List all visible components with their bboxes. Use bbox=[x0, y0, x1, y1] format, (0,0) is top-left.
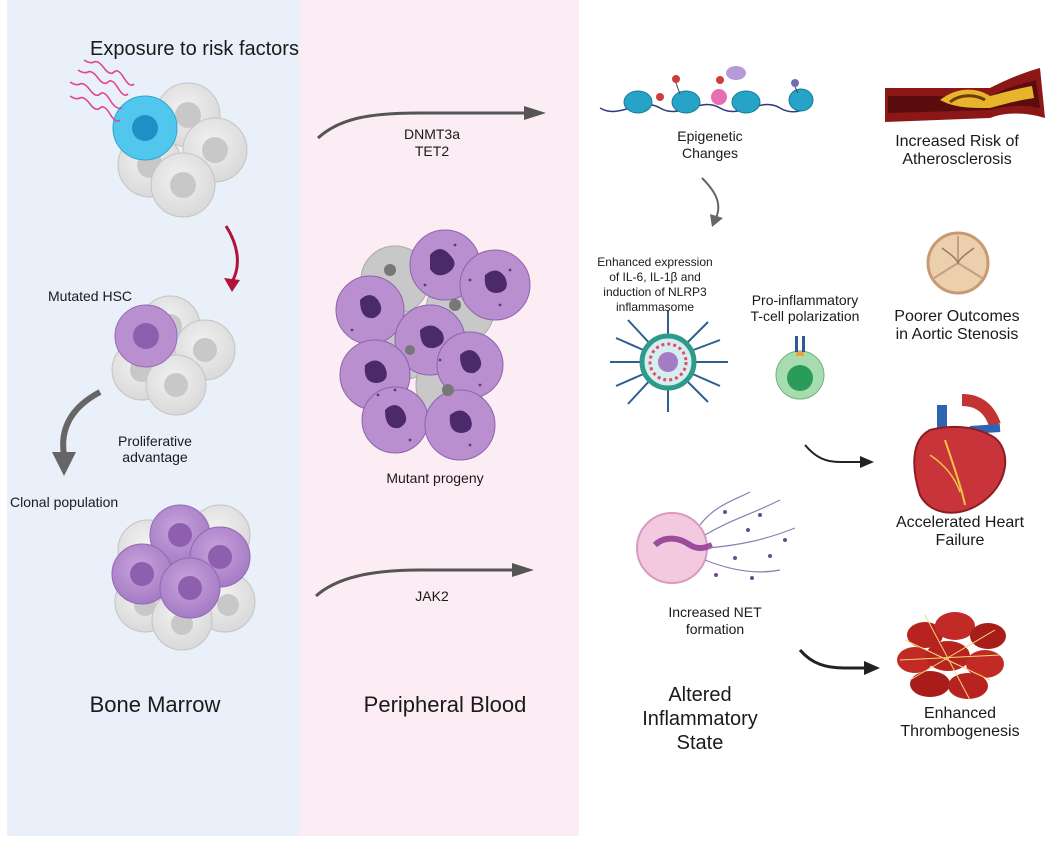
bone-marrow-title: Bone Marrow bbox=[89, 692, 221, 717]
athero-label-line2: Atherosclerosis bbox=[902, 151, 1012, 168]
aortic-valve-icon bbox=[926, 231, 990, 295]
arrow-jak2 bbox=[314, 568, 516, 598]
inflammatory-title-line2: Inflammatory bbox=[642, 708, 758, 730]
athero-label-line1: Increased Risk of bbox=[895, 133, 1019, 150]
inflammasome-icon bbox=[610, 310, 728, 412]
clonal-population-cluster bbox=[111, 504, 256, 651]
exposure-label: Exposure to risk factors bbox=[90, 38, 299, 60]
arrow-dnmt3a-tet2 bbox=[316, 111, 528, 140]
expression-label-line4: inflammasome bbox=[615, 300, 695, 314]
gene-tet2: TET2 bbox=[414, 143, 450, 159]
tcell-label-line2: T-cell polarization bbox=[750, 308, 860, 324]
curved-arrow-grey bbox=[60, 389, 102, 456]
gene-jak2: JAK2 bbox=[415, 588, 449, 604]
thrombo-label-line1: Enhanced bbox=[923, 705, 997, 722]
heart-icon bbox=[913, 394, 1007, 514]
proliferative-label: Proliferative advantage bbox=[118, 433, 192, 466]
heart-label-line2: Failure bbox=[935, 532, 985, 549]
mutated-hsc-cluster bbox=[111, 295, 236, 416]
mutated-hsc-label: Mutated HSC bbox=[48, 288, 133, 304]
expression-label-line3: induction of NLRP3 bbox=[603, 285, 707, 299]
inflammatory-title-line3: State bbox=[676, 732, 724, 754]
net-label-line1: Increased NET bbox=[668, 604, 762, 620]
epigenetic-label-line2: Changes bbox=[681, 145, 739, 161]
t-cell-icon bbox=[775, 336, 825, 400]
aortic-label-line1: Poorer Outcomes bbox=[894, 308, 1020, 325]
exposure-cell-cluster bbox=[112, 82, 248, 218]
heart-label-line1: Accelerated Heart bbox=[895, 514, 1025, 531]
epigenetic-nucleosomes bbox=[599, 66, 814, 114]
gene-dnmt3a: DNMT3a bbox=[403, 126, 460, 142]
clonal-population-label: Clonal population bbox=[10, 494, 119, 510]
aortic-label-line2: in Aortic Stenosis bbox=[895, 326, 1019, 343]
thrombo-label-line2: Thrombogenesis bbox=[900, 723, 1020, 740]
risk-factor-waves bbox=[69, 59, 135, 122]
net-formation-icon bbox=[636, 491, 796, 584]
atherosclerosis-icon bbox=[885, 68, 1045, 122]
inflammatory-title-line1: Altered bbox=[668, 684, 732, 706]
mutant-progeny-label: Mutant progeny bbox=[386, 470, 484, 486]
mutant-progeny-cluster bbox=[335, 229, 531, 461]
net-label-line2: formation bbox=[685, 621, 745, 637]
peripheral-blood-title: Peripheral Blood bbox=[363, 692, 527, 717]
thrombus-icon bbox=[897, 612, 1006, 701]
epigenetic-label-line1: Epigenetic bbox=[677, 128, 743, 144]
curved-arrow-red bbox=[224, 225, 239, 283]
tcell-label-line1: Pro-inflammatory bbox=[751, 292, 859, 308]
expression-label-line1: Enhanced expression bbox=[597, 255, 713, 269]
expression-label-line2: of IL-6, IL-1β and bbox=[609, 270, 701, 284]
